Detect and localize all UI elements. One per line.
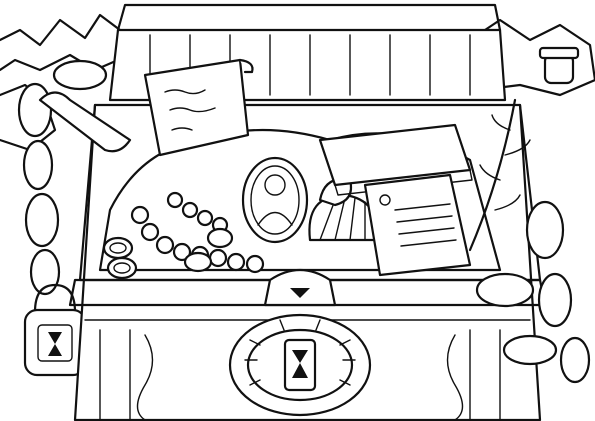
chain-left xyxy=(17,59,108,296)
fern-plant xyxy=(468,98,531,252)
cameo-portrait xyxy=(241,156,309,244)
padlock-icon xyxy=(23,283,87,377)
scroll-letter xyxy=(143,58,254,157)
map-document xyxy=(363,173,472,277)
gold-coins xyxy=(102,227,234,280)
rolled-scroll xyxy=(38,91,132,153)
bottle xyxy=(538,46,580,85)
chain-right xyxy=(475,200,591,384)
lock-plate xyxy=(228,269,372,417)
treasure-pile xyxy=(98,98,531,280)
